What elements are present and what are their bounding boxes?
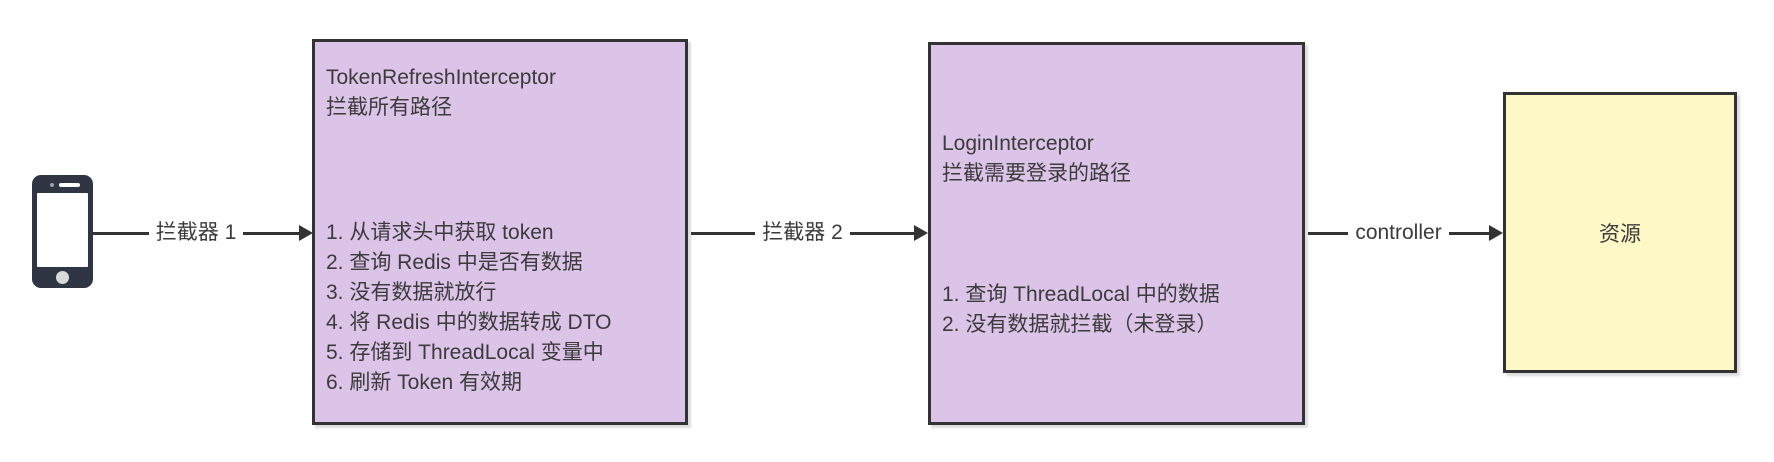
connector-line [1448, 231, 1489, 235]
arrowhead-icon [299, 225, 314, 241]
phone-screen [37, 193, 88, 267]
connector-line [849, 231, 915, 235]
connector-controller: controller [1308, 218, 1503, 248]
step-item: 5. 存储到 ThreadLocal 变量中 [326, 341, 604, 364]
step-item: 2. 没有数据就拦截（未登录） [942, 313, 1218, 336]
step-item: 4. 将 Redis 中的数据转成 DTO [326, 311, 612, 334]
box-title: 资源 [1599, 222, 1641, 246]
step-item: 1. 从请求头中获取 token [326, 221, 554, 244]
step-item: 1. 查询 ThreadLocal 中的数据 [942, 283, 1220, 306]
box-title: TokenRefreshInterceptor [326, 66, 556, 89]
phone-camera-dot [50, 183, 54, 187]
box-step-list: 1. 从请求头中获取 token 2. 查询 Redis 中是否有数据 3. 没… [326, 218, 679, 398]
resource-box: 资源 [1503, 92, 1737, 373]
connector-line [691, 231, 756, 235]
connector-label: 拦截器 2 [755, 218, 850, 248]
phone-icon [32, 175, 93, 288]
connector-line [93, 231, 149, 235]
token-refresh-interceptor-box: TokenRefreshInterceptor 拦截所有路径 1. 从请求头中获… [312, 39, 688, 425]
box-title-block: TokenRefreshInterceptor 拦截所有路径 [326, 63, 679, 123]
login-interceptor-box: LoginInterceptor 拦截需要登录的路径 1. 查询 ThreadL… [928, 42, 1305, 425]
phone-home-button [56, 271, 69, 284]
arrowhead-icon [914, 225, 929, 241]
box-subtitle: 拦截需要登录的路径 [942, 162, 1131, 185]
connector-label: 拦截器 1 [148, 218, 244, 248]
box-title-block: LoginInterceptor 拦截需要登录的路径 [942, 129, 1296, 189]
step-item: 6. 刷新 Token 有效期 [326, 371, 523, 394]
box-subtitle: 拦截所有路径 [326, 96, 452, 119]
box-step-list: 1. 查询 ThreadLocal 中的数据 2. 没有数据就拦截（未登录） [942, 280, 1296, 340]
connector-line [1308, 231, 1349, 235]
step-item: 3. 没有数据就放行 [326, 281, 497, 304]
connector-interceptor-2: 拦截器 2 [691, 218, 929, 248]
step-item: 2. 查询 Redis 中是否有数据 [326, 251, 583, 274]
box-title: LoginInterceptor [942, 132, 1094, 155]
arrowhead-icon [1489, 225, 1503, 241]
connector-interceptor-1: 拦截器 1 [93, 218, 314, 248]
connector-label: controller [1348, 218, 1449, 248]
connector-line [243, 231, 300, 235]
phone-speaker-bar [59, 183, 80, 187]
